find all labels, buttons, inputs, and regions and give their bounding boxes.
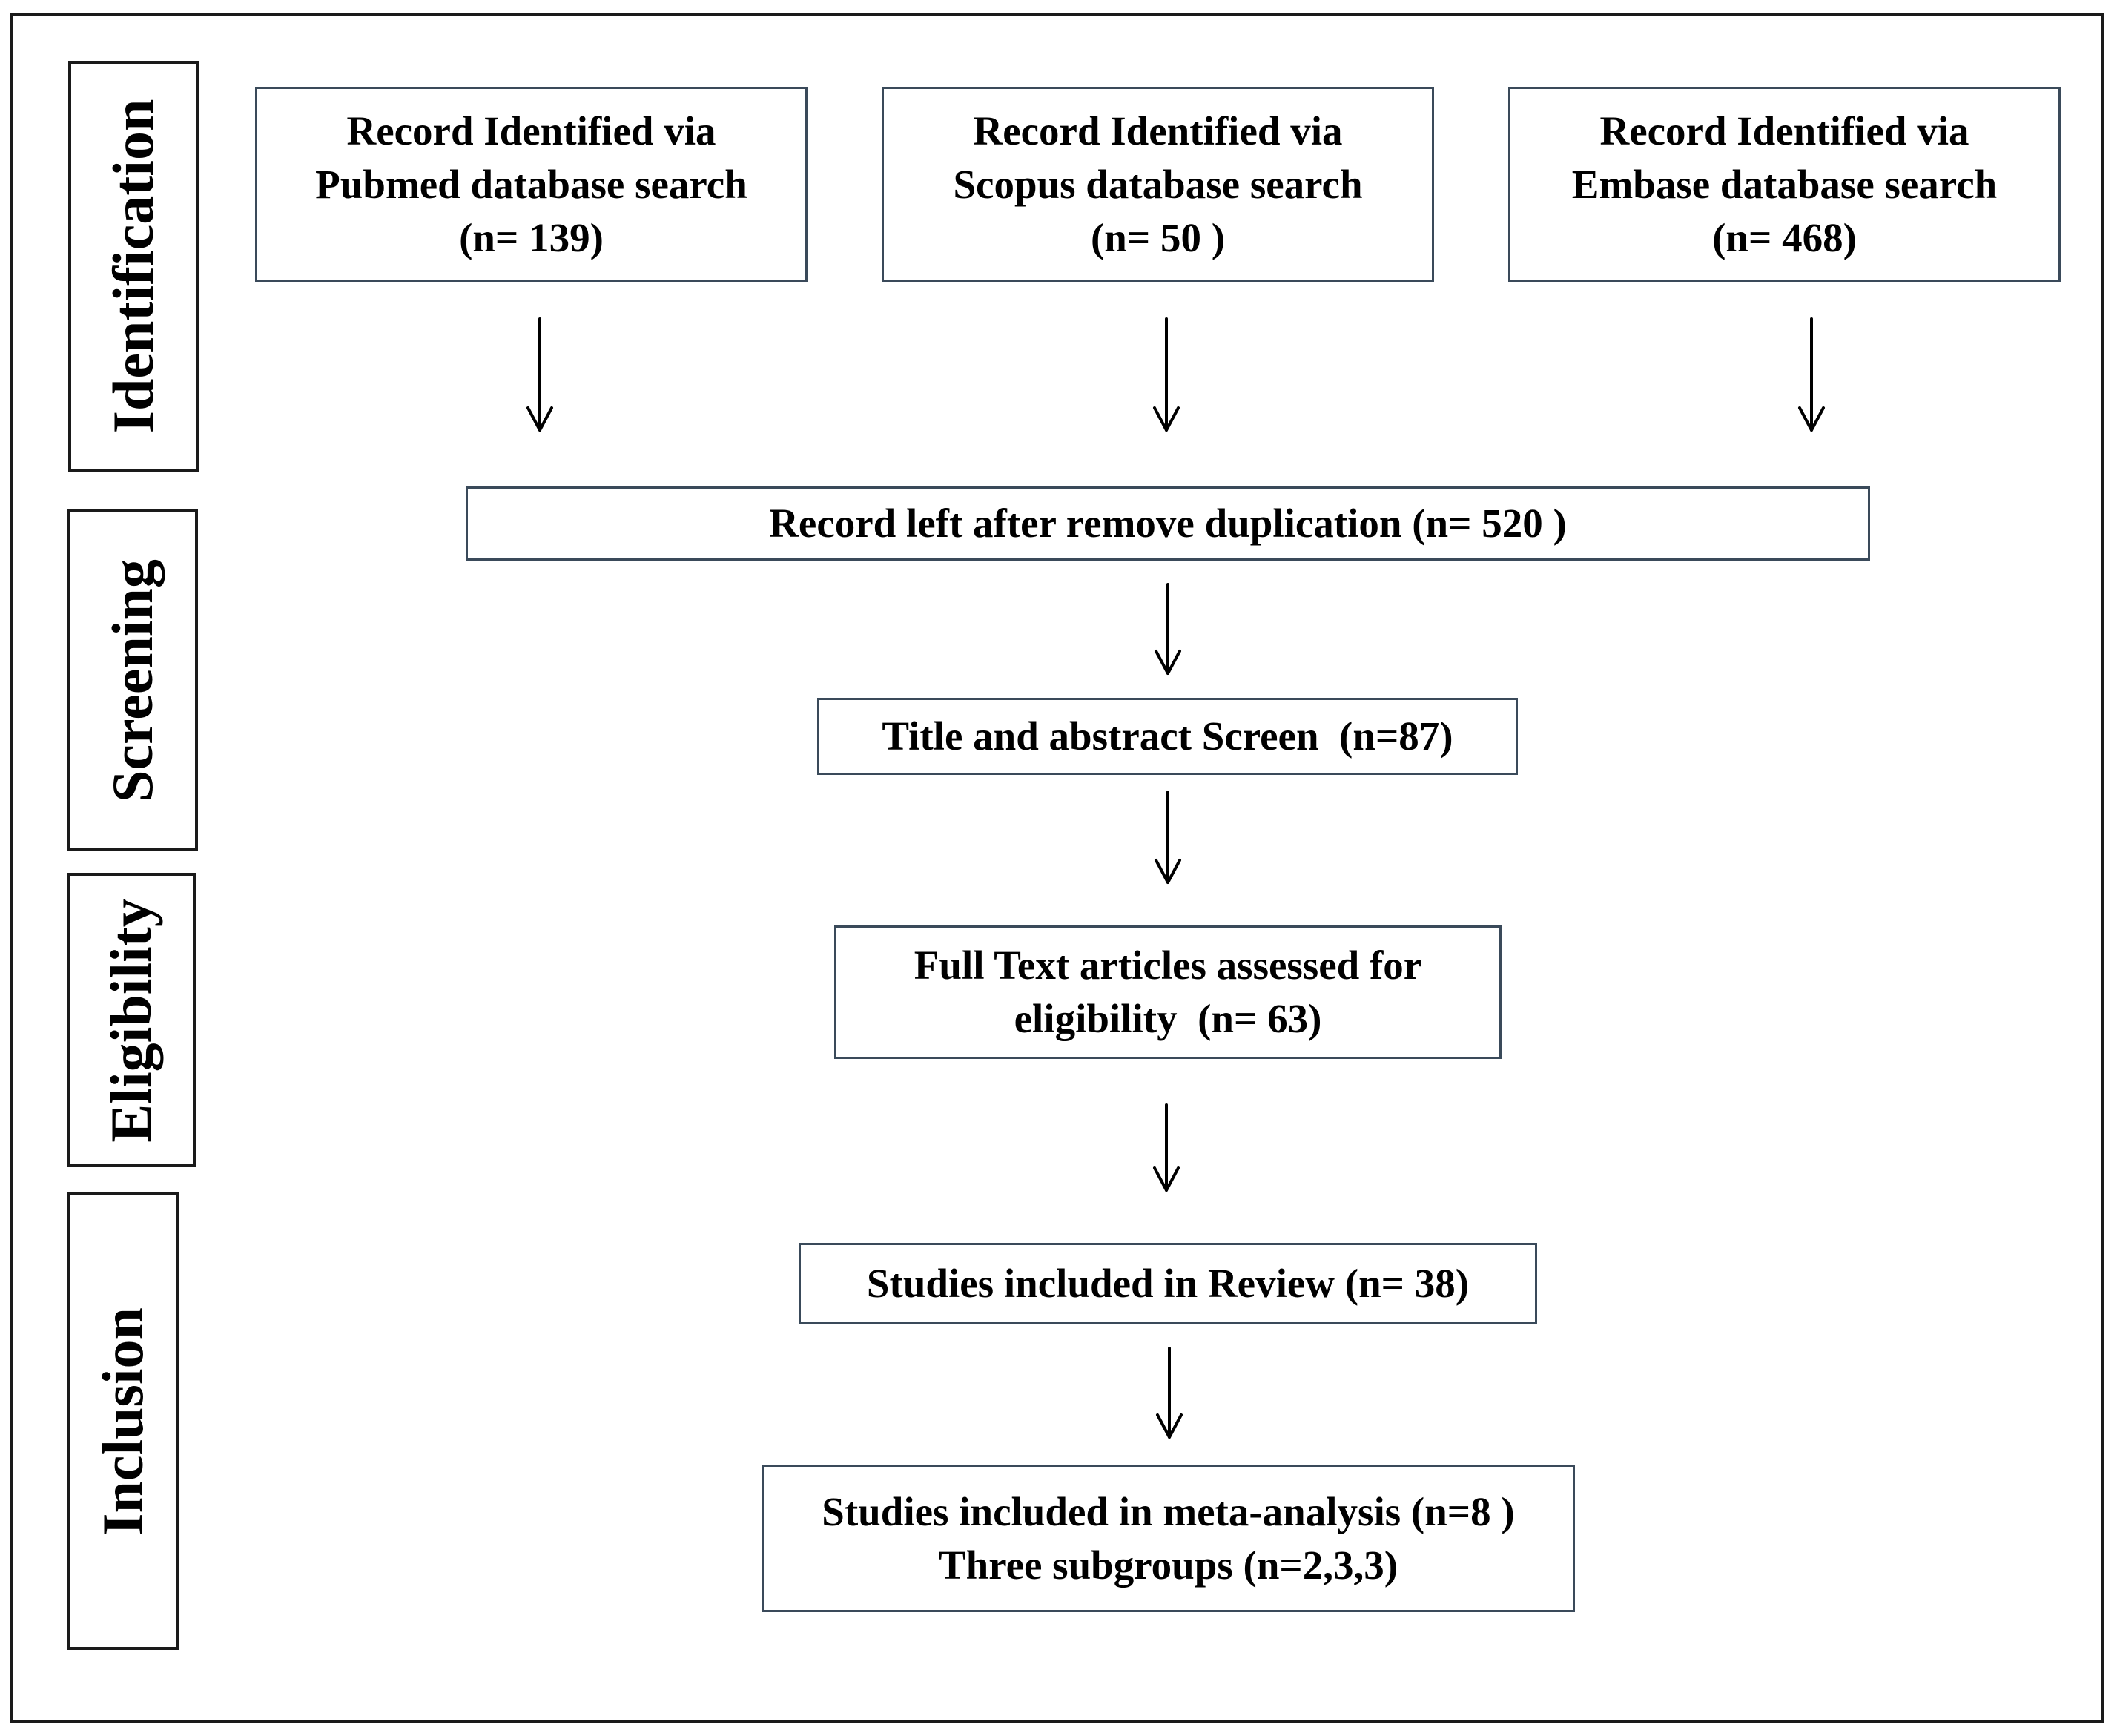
stage-identification-label: Identification [101,99,165,434]
stage-eligibility-label: Eligibility [99,897,163,1143]
box-meta-analysis-line2: Three subgroups (n=2,3,3) [938,1542,1398,1588]
box-embase-records: Record Identified via Embase database se… [1508,87,2061,282]
box-meta-analysis-line1: Studies included in meta-analysis (n=8 ) [822,1488,1515,1534]
box-scopus-line1: Record Identified via [973,108,1343,154]
box-pubmed-line1: Record Identified via [346,108,716,154]
box-scopus-line3: (n= 50 ) [1090,214,1226,260]
box-title-abstract-line1: Title and abstract Screen (n=87) [882,713,1453,759]
stage-eligibility: Eligibility [67,873,196,1167]
box-scopus-records: Record Identified via Scopus database se… [882,87,1434,282]
box-pubmed-line3: (n= 139) [459,214,604,260]
box-studies-in-review: Studies included in Review (n= 38) [799,1243,1537,1324]
stage-screening-label: Screening [99,558,165,802]
box-embase-line2: Embase database search [1571,161,1998,207]
box-scopus-line2: Scopus database search [953,161,1363,207]
stage-inclusion-label: Inclusion [90,1307,155,1536]
box-review-line1: Studies included in Review (n= 38) [866,1261,1470,1306]
stage-screening: Screening [67,509,198,851]
box-pubmed-records: Record Identified via Pubmed database se… [255,87,808,282]
box-studies-in-meta-analysis: Studies included in meta-analysis (n=8 )… [762,1465,1575,1612]
box-title-abstract-screen: Title and abstract Screen (n=87) [817,698,1518,775]
stage-inclusion: Inclusion [67,1192,179,1650]
box-full-text-line2: eligibility (n= 63) [1014,996,1322,1041]
box-full-text-line1: Full Text articles assessed for [914,943,1422,988]
box-full-text-assessed: Full Text articles assessed for eligibil… [834,925,1502,1059]
box-deduplicated-line1: Record left after remove duplication (n=… [769,501,1567,546]
box-embase-line1: Record Identified via [1599,108,1969,154]
diagram-frame [10,13,2104,1723]
box-pubmed-line2: Pubmed database search [315,161,747,207]
stage-identification: Identification [68,61,199,472]
box-deduplicated-records: Record left after remove duplication (n=… [466,486,1870,561]
box-embase-line3: (n= 468) [1712,214,1857,260]
